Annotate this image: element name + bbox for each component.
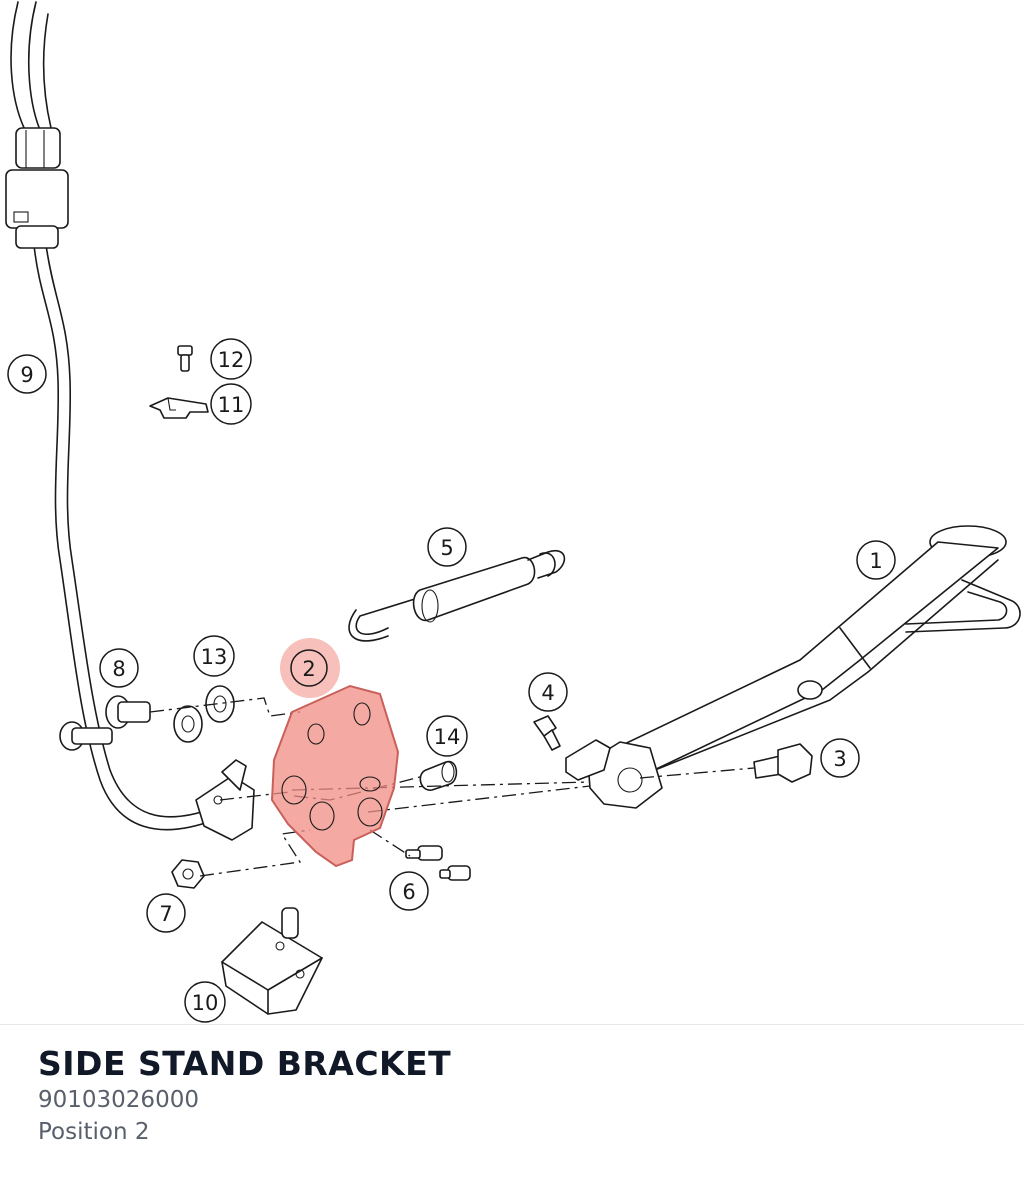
callout-8[interactable]: 8	[99, 648, 139, 688]
callout-2-highlight[interactable]: 2	[280, 638, 340, 698]
callout-11[interactable]: 11	[210, 383, 252, 425]
callout-3[interactable]: 3	[820, 738, 860, 778]
callout-1-label: 1	[869, 549, 882, 573]
part-9-wiring-harness[interactable]	[5, 1, 215, 831]
part-2-side-stand-bracket[interactable]	[270, 684, 400, 868]
callout-7-label: 7	[159, 902, 172, 926]
part-5-spring[interactable]	[348, 549, 566, 642]
part-title: SIDE STAND BRACKET	[38, 1044, 452, 1083]
callout-8-label: 8	[112, 657, 125, 681]
callout-6-label: 6	[402, 880, 415, 904]
callout-2-halo	[280, 638, 340, 698]
callout-6[interactable]: 6	[389, 871, 429, 911]
part-number: 90103026000	[38, 1087, 199, 1113]
part-10-switch-cover[interactable]	[221, 907, 323, 1015]
part-1-side-stand[interactable]	[565, 525, 1021, 809]
callout-11-label: 11	[218, 393, 245, 417]
callout-9-label: 9	[20, 363, 33, 387]
part-4-grease-nipple[interactable]	[533, 715, 561, 751]
part-11-cable-clip[interactable]	[149, 397, 209, 419]
part-3-bolt[interactable]	[753, 743, 813, 783]
callout-10-label: 10	[192, 991, 219, 1015]
callout-3-label: 3	[833, 747, 846, 771]
part-12-screw[interactable]	[177, 345, 193, 372]
callout-14-label: 14	[434, 725, 461, 749]
part-13-washer[interactable]	[173, 685, 235, 743]
callout-5-label: 5	[440, 536, 453, 560]
callout-2-label: 2	[302, 657, 315, 681]
callout-12[interactable]: 12	[210, 338, 252, 380]
part-6-screw[interactable]	[405, 845, 471, 881]
callout-1[interactable]: 1	[856, 540, 896, 580]
side-stand-switch[interactable]	[195, 759, 255, 841]
part-7-nut[interactable]	[171, 859, 205, 889]
callout-14[interactable]: 14	[426, 715, 468, 757]
callout-4-label: 4	[541, 681, 554, 705]
callout-13[interactable]: 13	[193, 635, 235, 677]
callout-10[interactable]: 10	[184, 981, 226, 1023]
callout-9[interactable]: 9	[7, 354, 47, 394]
part-position: Position 2	[38, 1119, 150, 1145]
callout-13-label: 13	[201, 645, 228, 669]
callout-4[interactable]: 4	[528, 672, 568, 712]
callout-5[interactable]: 5	[427, 527, 467, 567]
caption-divider	[0, 1024, 1024, 1025]
part-8-stud-bolt[interactable]	[59, 695, 151, 751]
callout-7[interactable]: 7	[146, 893, 186, 933]
callout-12-label: 12	[218, 348, 245, 372]
exploded-parts-diagram: 1 2 3 4 5 6 7 8 9 10 11 12	[5, 1, 1021, 1023]
part-caption: SIDE STAND BRACKET 90103026000 Position …	[38, 1044, 1004, 1148]
